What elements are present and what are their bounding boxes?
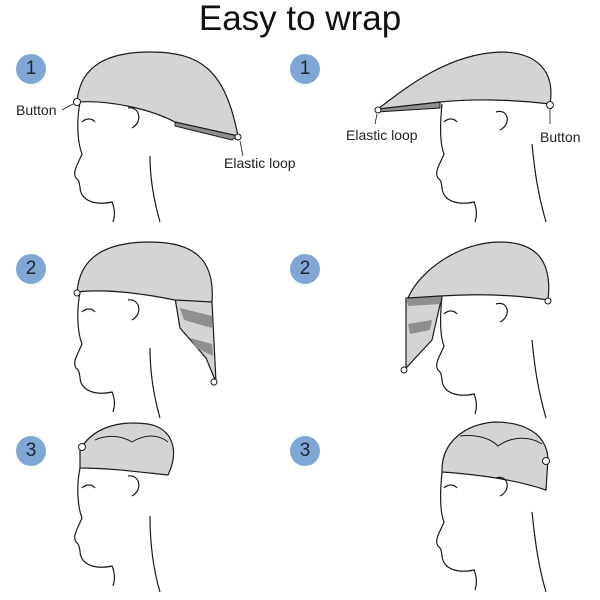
loop-icon bbox=[210, 378, 218, 386]
ear bbox=[127, 475, 140, 497]
step-badge: 2 bbox=[290, 254, 320, 284]
step-badge: 1 bbox=[16, 54, 46, 84]
wrap-bun bbox=[79, 422, 175, 476]
step-3-left-panel: 3 bbox=[0, 420, 300, 600]
head-wrap-right-illustration bbox=[400, 241, 552, 419]
face-profile bbox=[74, 101, 115, 223]
instruction-grid: 1 Button Elastic loop 1 bbox=[0, 44, 600, 600]
wrap-fold bbox=[459, 435, 543, 447]
button-icon bbox=[73, 289, 81, 297]
ear bbox=[127, 299, 140, 321]
step-badge: 1 bbox=[290, 54, 320, 84]
head-wrap-left-illustration bbox=[74, 422, 175, 593]
face-profile bbox=[436, 295, 477, 415]
face-profile bbox=[436, 103, 477, 223]
face-profile bbox=[74, 467, 115, 587]
eye bbox=[81, 484, 96, 489]
head-wrap-right-illustration bbox=[436, 421, 550, 593]
wrap-fold bbox=[94, 435, 169, 443]
neck-back bbox=[531, 339, 547, 419]
button-icon bbox=[544, 297, 552, 305]
loop-leader bbox=[374, 113, 378, 125]
face-profile bbox=[436, 471, 477, 591]
eye bbox=[443, 484, 458, 489]
loop-icon bbox=[374, 106, 382, 114]
wrap-towel bbox=[76, 241, 213, 303]
eye bbox=[81, 308, 96, 313]
button-leader bbox=[61, 103, 74, 111]
eye bbox=[81, 118, 96, 123]
neck-back bbox=[531, 143, 547, 223]
loop-icon bbox=[234, 133, 242, 141]
step-badge: 3 bbox=[290, 436, 320, 466]
button-label: Button bbox=[16, 102, 57, 118]
step-2-right-panel: 2 bbox=[290, 240, 600, 420]
twist-shadow bbox=[408, 320, 432, 334]
button-icon bbox=[78, 443, 86, 451]
step-1-left-panel: 1 Button Elastic loop bbox=[0, 44, 300, 224]
neck-back bbox=[149, 347, 161, 419]
button-icon bbox=[546, 101, 554, 109]
neck-back bbox=[149, 155, 161, 223]
face-profile bbox=[74, 291, 115, 413]
head-wrap-left-illustration bbox=[73, 241, 218, 419]
ear bbox=[495, 302, 508, 323]
step-badge: 3 bbox=[16, 436, 46, 466]
button-icon bbox=[73, 98, 81, 106]
loop-icon bbox=[400, 366, 408, 374]
twist-shadow bbox=[406, 296, 442, 306]
step-3-right-panel: 3 bbox=[290, 420, 600, 600]
wrap-towel bbox=[407, 241, 550, 301]
head-wrap-right-illustration bbox=[374, 51, 554, 223]
loop-leader bbox=[239, 140, 244, 157]
wrap-towel bbox=[375, 51, 552, 110]
elastic-loop-label: Elastic loop bbox=[224, 155, 296, 171]
ear bbox=[495, 110, 508, 131]
wrap-towel bbox=[76, 51, 239, 137]
twist-shadow bbox=[190, 338, 213, 356]
button-label: Button bbox=[540, 129, 581, 145]
ear bbox=[127, 107, 140, 129]
neck-back bbox=[531, 511, 547, 593]
head-wrap-left-illustration bbox=[61, 51, 244, 223]
eye bbox=[443, 310, 458, 315]
step-2-left-panel: 2 bbox=[0, 240, 300, 420]
step-1-right-panel: 1 Elastic loop Button bbox=[290, 44, 600, 224]
neck-back bbox=[149, 515, 161, 593]
wrap-bun bbox=[441, 421, 549, 491]
elastic-loop-label: Elastic loop bbox=[346, 127, 418, 143]
ear bbox=[495, 476, 508, 497]
twist-shadow bbox=[180, 308, 212, 328]
eye bbox=[443, 118, 458, 123]
step-badge: 2 bbox=[16, 254, 46, 284]
button-icon bbox=[542, 457, 550, 465]
page-title: Easy to wrap bbox=[198, 0, 402, 38]
